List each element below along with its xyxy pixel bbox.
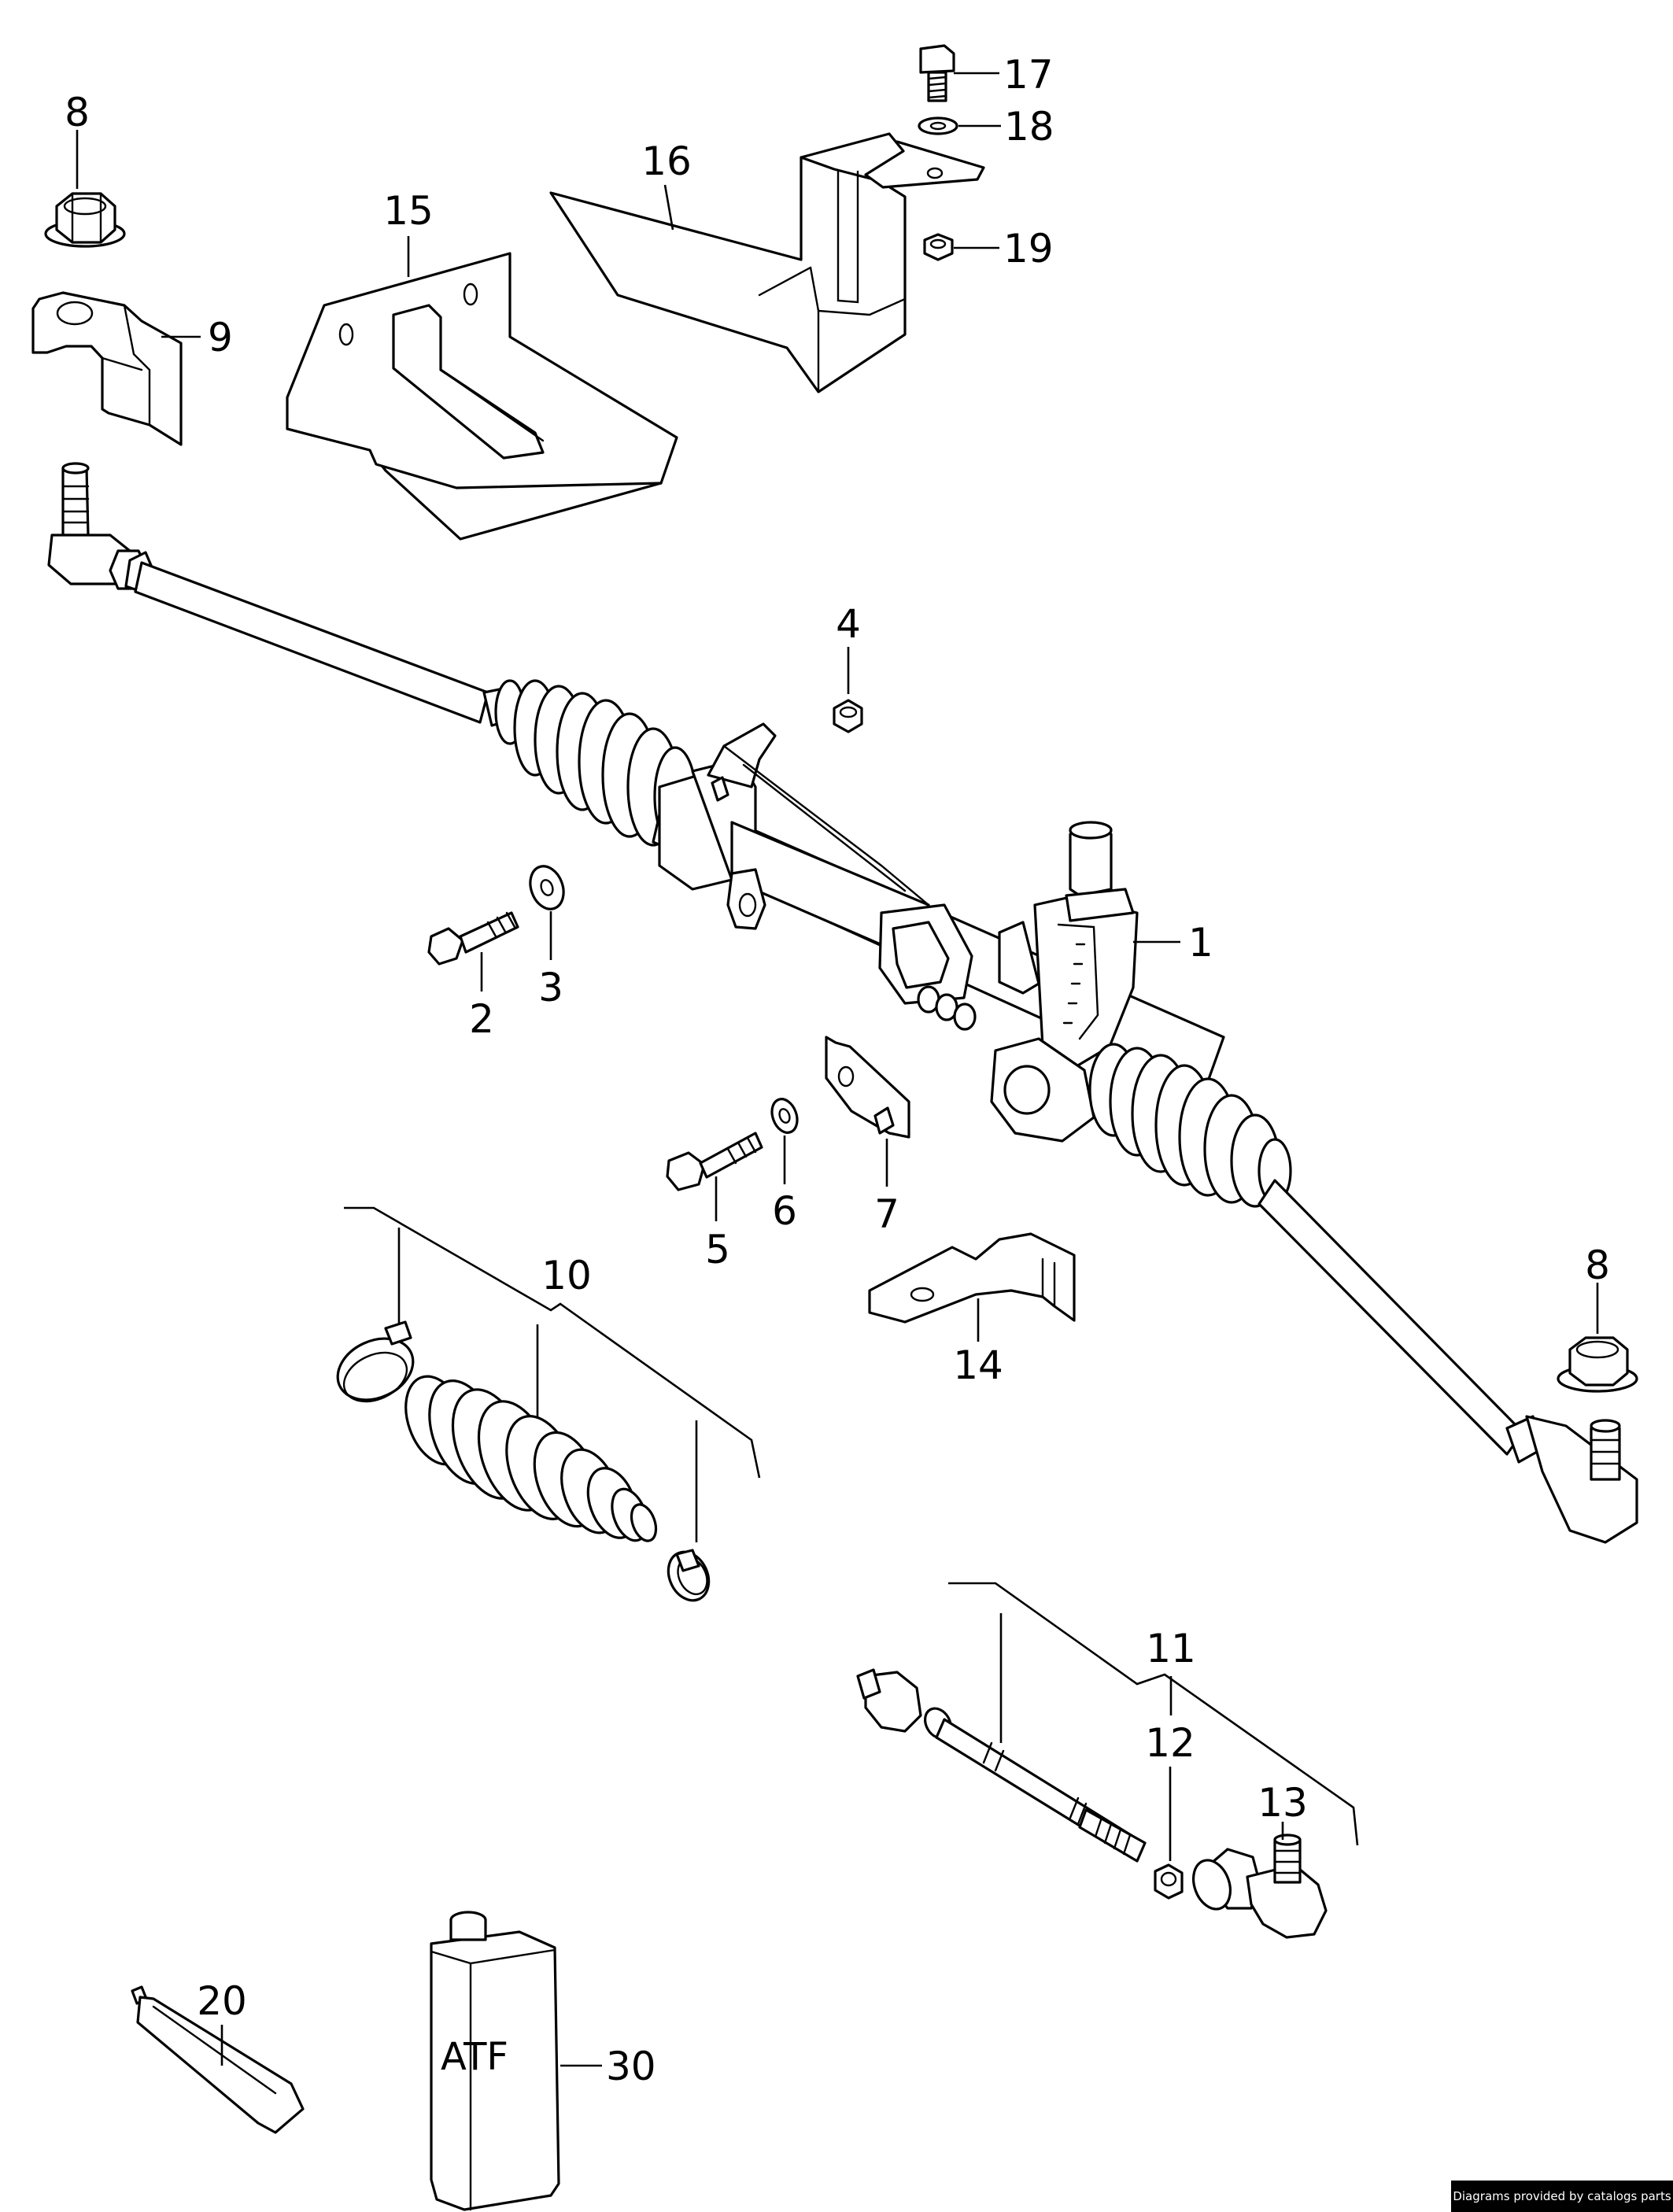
grease-tube-part-20 xyxy=(131,1985,305,2134)
callout-30: 30 xyxy=(606,2044,656,2089)
nut-part-4 xyxy=(833,699,863,733)
flange-nut-top-left xyxy=(44,192,126,248)
washer-part-3 xyxy=(529,865,565,910)
kit-bracket-10 xyxy=(344,1206,761,1479)
hose-clamp-small xyxy=(667,1549,711,1602)
callout-9: 9 xyxy=(208,315,233,360)
callout-2: 2 xyxy=(469,996,494,1042)
callout-14: 14 xyxy=(953,1342,1003,1388)
hose-clamp-large xyxy=(336,1320,415,1403)
callout-7: 7 xyxy=(874,1191,899,1237)
callout-5: 5 xyxy=(705,1227,730,1272)
rack-gaiter-right xyxy=(1088,1043,1292,1208)
callout-16: 16 xyxy=(641,138,692,184)
callout-17: 17 xyxy=(1003,52,1054,98)
bracket-part-9 xyxy=(31,291,183,446)
callout-8-top: 8 xyxy=(65,90,90,135)
callout-11: 11 xyxy=(1146,1626,1196,1671)
inner-tie-rod xyxy=(856,1668,1147,1863)
callout-15: 15 xyxy=(383,188,434,234)
callout-6: 6 xyxy=(772,1188,797,1234)
bracket-plate-part-7 xyxy=(825,1036,910,1139)
callout-4: 4 xyxy=(836,601,861,647)
bolt-part-2 xyxy=(427,911,519,966)
mounting-bracket-part-14 xyxy=(868,1232,1076,1324)
nut-part-12 xyxy=(1154,1863,1184,1900)
atf-container-part-30: ATF xyxy=(430,1911,560,2211)
callout-8-right: 8 xyxy=(1585,1243,1610,1288)
nut-part-19 xyxy=(923,233,954,261)
tie-rod-end-part-13 xyxy=(1192,1833,1328,1939)
callout-10: 10 xyxy=(541,1253,592,1298)
flange-nut-right xyxy=(1557,1336,1638,1393)
steering-rack-housing-part-1 xyxy=(652,722,1225,1143)
diagram-credit: Diagrams provided by catalogs parts xyxy=(1451,2181,1673,2212)
bolt-part-5 xyxy=(666,1132,763,1191)
callout-13: 13 xyxy=(1258,1780,1308,1826)
callout-20: 20 xyxy=(197,1978,247,2024)
callout-18: 18 xyxy=(1004,104,1054,150)
washer-part-6 xyxy=(770,1098,799,1134)
callout-1: 1 xyxy=(1188,920,1213,966)
washer-part-18 xyxy=(918,116,958,135)
heat-shield-bracket-part-16 xyxy=(549,132,985,393)
right-tie-rod-end xyxy=(1505,1415,1638,1544)
rack-gaiter-left xyxy=(482,679,697,847)
left-tie-rod xyxy=(134,561,489,724)
callout-19: 19 xyxy=(1003,226,1054,271)
callout-12: 12 xyxy=(1145,1720,1195,1766)
atf-label: ATF xyxy=(441,2035,508,2079)
kit-bracket-11 xyxy=(948,1582,1359,1846)
boot-gaiter-10 xyxy=(404,1375,658,1542)
right-tie-rod xyxy=(1258,1179,1524,1456)
callout-3: 3 xyxy=(538,965,563,1010)
bolt-part-17 xyxy=(919,44,955,102)
heat-shield-plate-part-15 xyxy=(286,252,678,541)
